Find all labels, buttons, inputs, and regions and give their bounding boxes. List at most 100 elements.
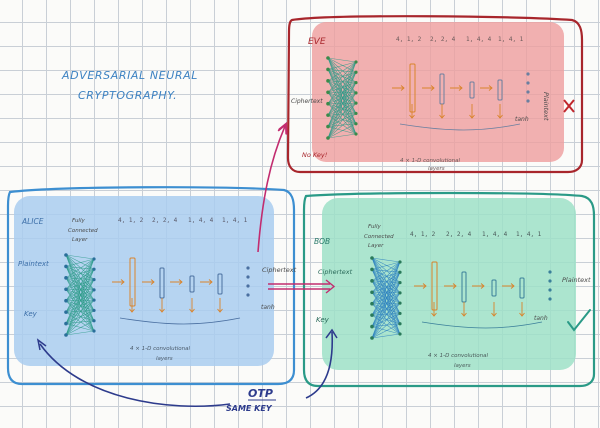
- eve-flow-arrow: [422, 85, 435, 91]
- eve-input-node: [326, 56, 330, 60]
- otp-label: OTP: [248, 387, 273, 400]
- bob-border: [302, 191, 596, 388]
- bob-stride-arrow: [519, 302, 525, 317]
- bob-conv-note-2: layers: [454, 363, 471, 369]
- alice-input-node: [64, 276, 68, 280]
- alice-input-node: [64, 321, 68, 326]
- alice-hidden-node: [92, 277, 96, 282]
- bob-conv-chain: [414, 261, 552, 329]
- ciphertext-to-eve-arrow: [257, 124, 286, 253]
- diagram-title: ADVERSARIAL NEURAL CRYPTOGRAPHY.: [61, 69, 198, 102]
- cross-mark-icon: [563, 99, 575, 113]
- eve-flow-arrow: [392, 85, 405, 91]
- bob-conv-param-3: 1, 4, 4: [482, 231, 508, 238]
- alice-name-label: ALICE: [21, 217, 44, 226]
- eve-output-node: [526, 99, 530, 103]
- title-line-2: CRYPTOGRAPHY.: [78, 89, 177, 102]
- alice-stride-arrow: [189, 298, 195, 313]
- eve-hidden-node: [354, 132, 358, 136]
- alice-input1-label: Plaintext: [18, 260, 49, 268]
- bob-conv-bracket: [421, 321, 543, 329]
- ciphertext-to-bob-arrowhead: [325, 279, 336, 294]
- eve-stride-arrow: [497, 104, 503, 119]
- shared-key-arrowhead-right: [325, 328, 338, 339]
- alice-hidden-node: [92, 308, 96, 313]
- eve-input1-label: Ciphertext: [291, 98, 323, 105]
- eve-hidden-node: [354, 91, 358, 95]
- bob-output-node: [548, 279, 552, 283]
- eve-stride-arrow: [469, 104, 475, 119]
- bob-hidden-node: [398, 280, 402, 285]
- bob-input-node: [370, 256, 374, 260]
- eve-hidden-node: [354, 70, 358, 74]
- bob-output-node: [548, 288, 552, 292]
- eve-hidden-node: [354, 60, 358, 64]
- alice-input-node: [64, 333, 68, 337]
- bob-highlight: [322, 198, 576, 370]
- alice-conv-block: [217, 273, 223, 295]
- eve-input-node: [326, 124, 330, 129]
- bob-input2-label: Key: [316, 316, 330, 324]
- eve-input-node: [326, 101, 330, 106]
- alice-conv-bracket: [119, 317, 241, 325]
- eve-conv-param-1: 4, 1, 2: [396, 36, 422, 43]
- alice-fc-label-1: Fully: [72, 218, 85, 224]
- eve-output-node: [526, 72, 530, 76]
- bob-conv-param-1: 4, 1, 2: [410, 231, 436, 238]
- bob-input-node: [370, 290, 374, 295]
- bob-conv-param-2: 2, 2, 4: [446, 231, 472, 238]
- alice-fc-label-3: Layer: [72, 237, 88, 243]
- alice-conv-param-3: 1, 4, 4: [188, 217, 214, 224]
- alice-flow-arrow: [142, 279, 155, 285]
- connecting-arrows: [36, 124, 338, 408]
- alice-input2-label: Key: [24, 310, 38, 318]
- alice-conv-param-2: 2, 2, 4: [152, 217, 178, 224]
- alice-output-label: Ciphertext: [262, 266, 297, 274]
- alice-conv-note-2: layers: [156, 356, 173, 362]
- alice-border: [6, 186, 296, 386]
- alice-conv-block: [189, 275, 195, 293]
- alice-conv-block: [129, 257, 136, 307]
- alice-output-node: [246, 293, 250, 297]
- title-line-1: ADVERSARIAL NEURAL: [61, 69, 198, 82]
- bob-fc-label-1: Fully: [368, 224, 381, 230]
- alice-output-node: [246, 275, 250, 279]
- bob-stride-arrow: [461, 302, 467, 317]
- eve-input2-label: No Key!: [302, 151, 328, 159]
- bob-conv-params: 4, 1, 2 2, 2, 4 1, 4, 4 1, 4, 1: [410, 231, 542, 238]
- eve-conv-block: [469, 81, 475, 99]
- eve-conv-param-2: 2, 2, 4: [430, 36, 456, 43]
- bob-conv-block: [431, 261, 438, 311]
- alice-activation-label: tanh: [261, 304, 275, 311]
- bob-network-panel: BOB Fully Connected Layer 4, 1, 2 2, 2, …: [302, 191, 596, 388]
- eve-conv-param-3: 1, 4, 4: [466, 36, 492, 43]
- eve-conv-params: 4, 1, 2 2, 2, 4 1, 4, 4 1, 4, 1: [396, 36, 524, 43]
- bob-input-node: [370, 267, 374, 272]
- eve-network-sketch: [326, 56, 358, 140]
- eve-conv-param-4: 1, 4, 1: [498, 36, 524, 43]
- alice-hidden-node: [92, 298, 96, 302]
- eve-input-node: [326, 113, 330, 117]
- alice-flow-arrow: [112, 279, 125, 285]
- eve-stride-arrow: [439, 104, 445, 119]
- eve-output-node: [526, 81, 530, 85]
- bob-input-node: [370, 324, 374, 329]
- bob-hidden-node: [398, 291, 402, 295]
- bob-flow-arrow: [414, 283, 427, 289]
- bob-input-node: [370, 313, 374, 317]
- alice-input-node: [64, 287, 68, 292]
- eve-conv-block: [409, 63, 416, 113]
- bob-output-label: Plaintext: [562, 276, 591, 284]
- eve-hidden-node: [354, 122, 358, 126]
- bob-conv-param-4: 1, 4, 1: [516, 231, 542, 238]
- same-key-label: SAME KEY: [226, 404, 273, 413]
- alice-conv-chain: [112, 257, 250, 325]
- eve-input-node: [326, 67, 330, 72]
- alice-flow-arrow: [170, 279, 183, 285]
- eve-name-label: EVE: [308, 37, 326, 47]
- bob-hidden-node: [398, 260, 402, 264]
- alice-input-node: [64, 298, 68, 303]
- bob-output-node: [548, 297, 552, 301]
- shared-key-arrowhead-left: [36, 338, 47, 351]
